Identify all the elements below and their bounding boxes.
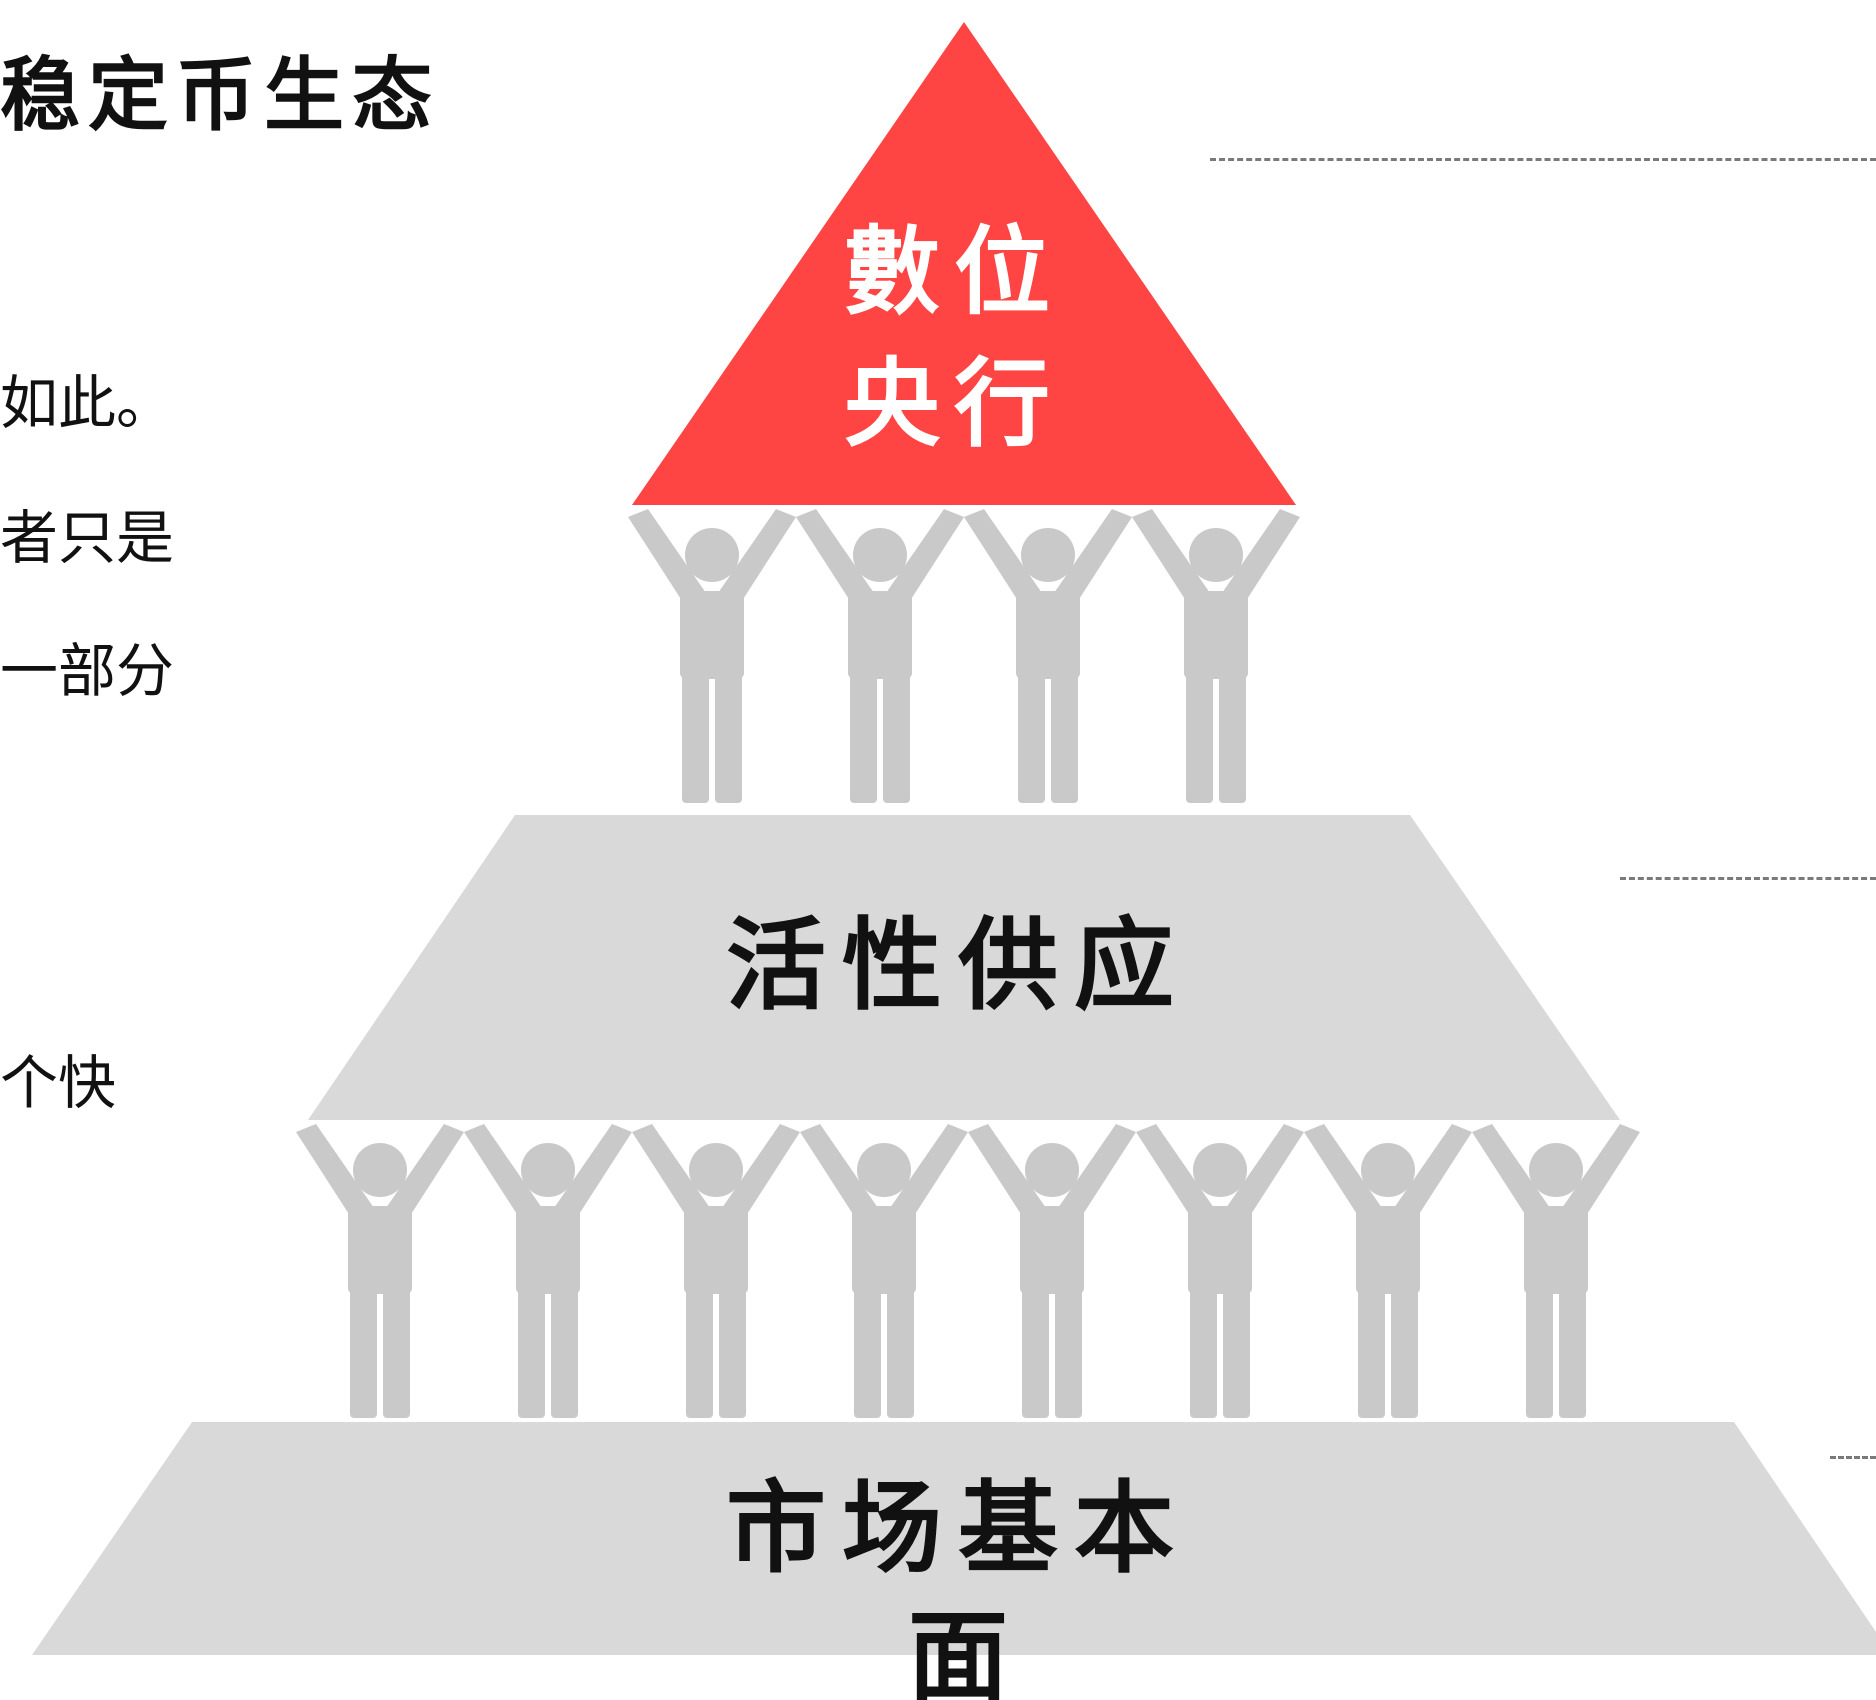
dashed-divider [1620, 877, 1876, 880]
person-figure [800, 1124, 968, 1418]
person-figure [628, 509, 796, 803]
pyramid-bottom-tier [32, 1422, 1876, 1655]
dashed-divider [1210, 158, 1876, 161]
body-text-line: 个快 [0, 1049, 117, 1117]
bottom-label-line: 市场基本 [726, 1470, 1190, 1587]
bottom-people-row [296, 1124, 1640, 1418]
person-figure [1132, 509, 1300, 803]
dashed-divider [1830, 1456, 1876, 1459]
pyramid-top-triangle [632, 22, 1296, 505]
person-figure [632, 1124, 800, 1418]
top-label-line: 數位 [844, 216, 1064, 328]
pyramid-middle-tier [308, 815, 1620, 1120]
person-figure [296, 1124, 464, 1418]
person-figure [1472, 1124, 1640, 1418]
body-text-line: 一部分 [0, 637, 175, 705]
page-title: 稳定币生态 [0, 49, 440, 142]
body-text-line: 者只是 [0, 504, 175, 572]
bottom-label-line: 面 [908, 1599, 1008, 1700]
person-figure [464, 1124, 632, 1418]
person-figure [1136, 1124, 1304, 1418]
person-figure [964, 509, 1132, 803]
person-figure [1304, 1124, 1472, 1418]
person-figure [796, 509, 964, 803]
middle-label: 活性供应 [726, 907, 1190, 1024]
top-label-line: 央行 [844, 348, 1064, 460]
top-people-row [628, 509, 1300, 803]
body-text-line: 如此。 [0, 369, 175, 437]
person-figure [968, 1124, 1136, 1418]
